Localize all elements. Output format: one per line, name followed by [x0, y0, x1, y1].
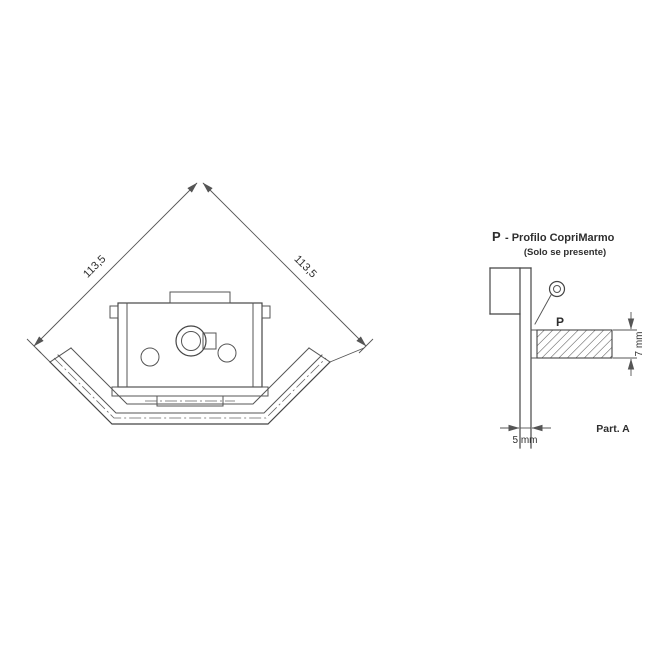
profile-tube — [534, 280, 566, 325]
flue-side-box — [202, 332, 217, 350]
stove-wall-section — [489, 267, 532, 449]
dimension-right-line — [202, 182, 367, 347]
dimension-left-label: 113,5 — [81, 253, 108, 280]
left-bracket — [109, 305, 119, 319]
detail-view: P - Profilo CopriMarmo (Solo se presente… — [489, 229, 645, 449]
platform-middle-edge — [57, 354, 323, 414]
platform-inner-edge — [70, 347, 310, 405]
part-a-label: Part. A — [596, 423, 630, 435]
platform-outer-edge — [49, 361, 331, 425]
detail-subtitle: (Solo se presente) — [524, 247, 606, 258]
dimension-right-label: 113,5 — [292, 253, 319, 280]
detail-heading: P - Profilo CopriMarmo (Solo se presente… — [492, 229, 615, 258]
dimension-7mm: 7 mm — [613, 312, 645, 376]
marble-slab-label: P — [556, 315, 564, 329]
flue-outlet-circle — [175, 325, 207, 357]
profile-tube-inner-circle — [553, 285, 561, 293]
left-detail-circle — [140, 347, 160, 367]
dimension-7mm-label: 7 mm — [634, 332, 645, 357]
detail-title-text: - Profilo CopriMarmo — [505, 232, 615, 244]
corner-top-view: 113,5 113,5 — [26, 182, 374, 425]
marble-slab — [536, 329, 613, 359]
profile-tube-outer-circle — [548, 280, 566, 298]
platform-left-end-cap — [49, 347, 72, 363]
firebox — [109, 291, 271, 388]
dimension-right-extension-line — [329, 347, 365, 363]
hearth-platform — [49, 347, 331, 425]
dimension-left-line — [33, 182, 198, 347]
marble-slab-group: P — [530, 315, 613, 359]
dimension-left-extension-line — [35, 347, 51, 363]
profile-leader-line — [534, 294, 552, 325]
firebox-body — [117, 302, 263, 388]
front-frame-band — [111, 386, 269, 397]
dimension-5mm-label: 5 mm — [513, 435, 538, 446]
platform-right-end-cap — [308, 347, 331, 363]
platform-centerline — [53, 357, 327, 419]
dimension-5mm: 5 mm — [500, 424, 551, 446]
right-detail-circle — [217, 343, 237, 363]
flue-collar — [169, 291, 231, 304]
flue-outlet-inner-circle — [181, 331, 201, 351]
front-frame — [111, 386, 269, 407]
dimension-right-end-tick — [358, 338, 374, 354]
dimension-right: 113,5 — [202, 182, 374, 363]
detail-title-p: P — [492, 229, 501, 244]
right-bracket — [261, 305, 271, 319]
dimension-left: 113,5 — [26, 182, 198, 363]
